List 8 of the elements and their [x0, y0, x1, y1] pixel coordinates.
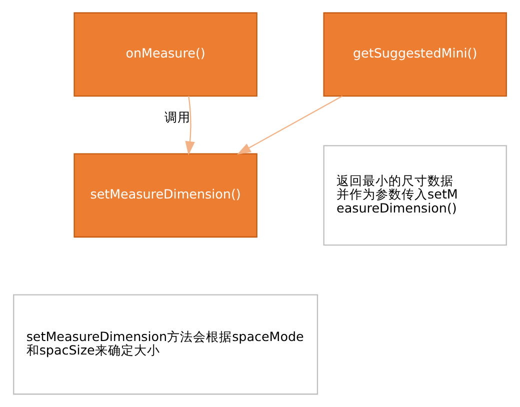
node-box: setMeasureDimension(): [74, 153, 258, 238]
node-box: onMeasure(): [74, 12, 258, 97]
arrow: [185, 96, 195, 156]
edge-label: 调用: [164, 109, 190, 124]
node-box: getSuggestedMini(): [323, 12, 507, 97]
arrow: [236, 96, 343, 155]
node-box: setMeasureDimension方法会根据spaceMode和spacSize来确定大小: [13, 294, 318, 395]
node-box: 返回最小的尺寸数据并作为参数传入setMeasureDimension(): [323, 145, 507, 246]
